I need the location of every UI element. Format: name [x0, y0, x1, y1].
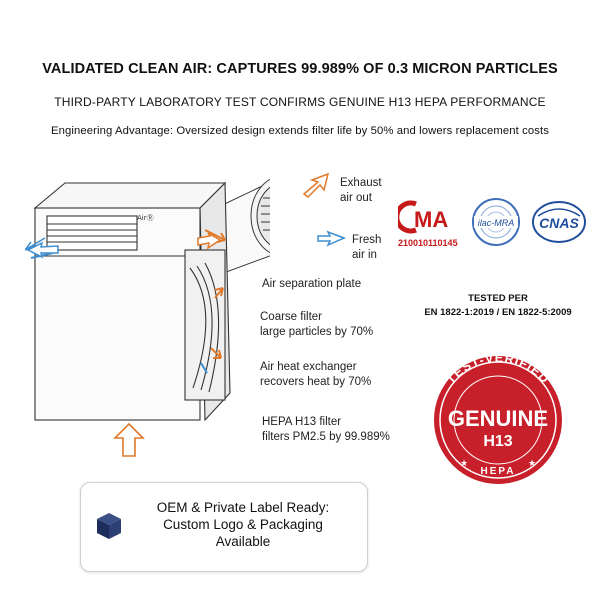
- cma-mark-text: MA: [414, 207, 448, 232]
- exhaust-label-line2: air out: [340, 192, 372, 204]
- seal-star-left-icon: ★: [460, 458, 468, 468]
- seal-sub-text: H13: [483, 433, 512, 450]
- oem-line2: Custom Logo & Packaging: [163, 517, 323, 532]
- tested-per-label: TESTED PER: [468, 293, 528, 304]
- coarse-label-line1: Coarse filter: [260, 311, 322, 323]
- subheadline: THIRD-PARTY LABORATORY TEST CONFIRMS GEN…: [54, 95, 546, 109]
- orange-inner-arrow-2: [210, 347, 222, 359]
- air-purifier-diagram: AirⓇ: [25, 178, 270, 457]
- hepa-label-line2: filters PM2.5 by 99.989%: [262, 431, 390, 443]
- exhaust-label: Exhaust air out: [340, 176, 382, 206]
- oem-text: OEM & Private Label Ready: Custom Logo &…: [131, 499, 355, 550]
- exchanger-label-line1: Air heat exchanger: [260, 361, 357, 373]
- coarse-label-line2: large particles by 70%: [260, 326, 374, 338]
- test-standards: EN 1822-1:2019 / EN 1822-5:2009: [424, 307, 572, 318]
- seal-star-right-icon: ★: [528, 458, 536, 468]
- fresh-air-label: Fresh air in: [352, 233, 381, 263]
- ilac-mark-text: ilac-MRA: [478, 218, 515, 228]
- genuine-h13-seal: TEST-VERIFIED GENUINE H13 HEPA ★ ★: [434, 351, 562, 484]
- cma-logo-icon: MA: [398, 200, 448, 234]
- fresh-label-line2: air in: [352, 249, 377, 261]
- top-inlet-arrow-icon: [197, 232, 222, 250]
- headline: VALIDATED CLEAN AIR: CAPTURES 99.989% OF…: [42, 61, 558, 77]
- intake-arrow: [113, 422, 145, 457]
- heat-exchanger-label: Air heat exchanger recovers heat by 70%: [260, 360, 371, 390]
- separation-plate-label: Air separation plate: [262, 278, 362, 290]
- seal-main-text: GENUINE: [448, 406, 548, 431]
- cma-code: 210010110145: [398, 238, 458, 248]
- package-box-icon: [97, 513, 121, 539]
- cnas-mark-text: CNAS: [539, 215, 579, 231]
- ilac-mra-logo-icon: ilac-MRA: [472, 198, 520, 246]
- oem-callout-box: OEM & Private Label Ready: Custom Logo &…: [80, 482, 368, 572]
- hepa-filter-label: HEPA H13 filter filters PM2.5 by 99.989%: [262, 415, 390, 445]
- blue-inner-arrow: [200, 362, 208, 374]
- coarse-filter-label: Coarse filter large particles by 70%: [260, 310, 373, 340]
- exhaust-arrow-icon: [302, 172, 330, 198]
- purifier-body: [33, 181, 231, 422]
- exhaust-label-line1: Exhaust: [340, 177, 382, 189]
- hepa-label-line1: HEPA H13 filter: [262, 416, 342, 428]
- fresh-air-arrow-icon: [317, 230, 346, 247]
- oem-line3: Available: [215, 534, 271, 549]
- cnas-logo-icon: CNAS: [532, 201, 586, 243]
- oem-line1: OEM & Private Label Ready:: [156, 500, 330, 515]
- outlet-arrow-icon: [26, 241, 59, 259]
- exchanger-label-line2: recovers heat by 70%: [260, 376, 372, 388]
- orange-inner-arrow-1: [214, 287, 224, 299]
- seal-bottom-text: HEPA: [480, 466, 515, 477]
- engineering-advantage: Engineering Advantage: Oversized design …: [50, 125, 550, 137]
- device-brand-mark: AirⓇ: [137, 214, 154, 222]
- fresh-label-line1: Fresh: [352, 234, 382, 246]
